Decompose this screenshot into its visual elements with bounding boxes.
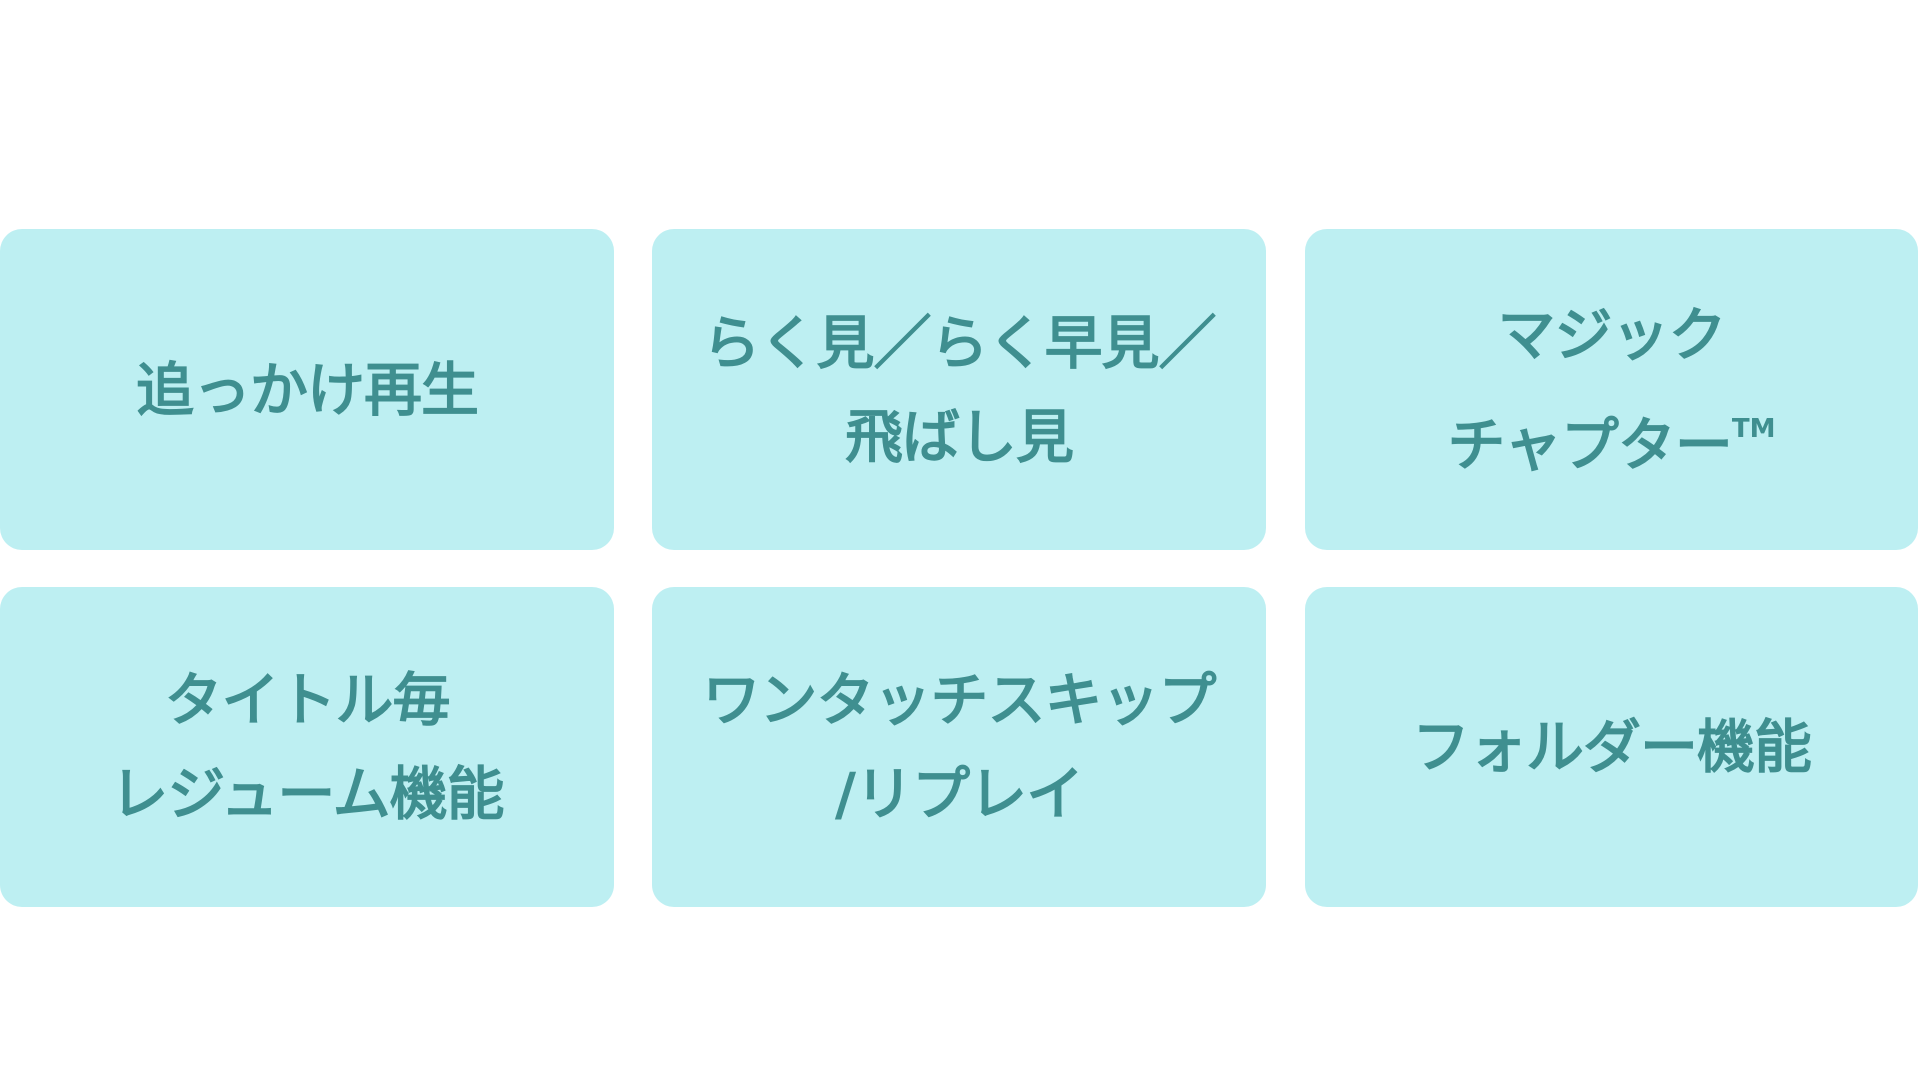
feature-label: ワンタッチスキップ xyxy=(702,666,1216,734)
feature-label: フォルダー機能 xyxy=(1411,713,1812,781)
feature-tile-one-touch-skip: ワンタッチスキップ /リプレイ xyxy=(652,587,1266,907)
trademark-mark: TM xyxy=(1731,413,1776,444)
feature-tile-magic-chapter: マジック チャプターTM xyxy=(1305,229,1918,550)
feature-tile-title-resume: タイトル毎 レジューム機能 xyxy=(0,587,614,907)
feature-label: /リプレイ xyxy=(834,760,1084,828)
feature-label: チャプター xyxy=(1447,410,1732,479)
feature-label: 追っかけ再生 xyxy=(135,355,479,424)
feature-label: レジューム機能 xyxy=(110,760,504,828)
feature-tile-chase-playback: 追っかけ再生 xyxy=(0,229,614,550)
feature-label: 飛ばし見 xyxy=(844,402,1074,471)
feature-label: タイトル毎 xyxy=(164,666,450,734)
feature-label: マジック xyxy=(1497,300,1726,369)
feature-tile-folder: フォルダー機能 xyxy=(1305,587,1918,907)
feature-label: らく見／らく早見／ xyxy=(702,308,1216,377)
feature-tile-easy-view: らく見／らく早見／ 飛ばし見 xyxy=(652,229,1266,550)
